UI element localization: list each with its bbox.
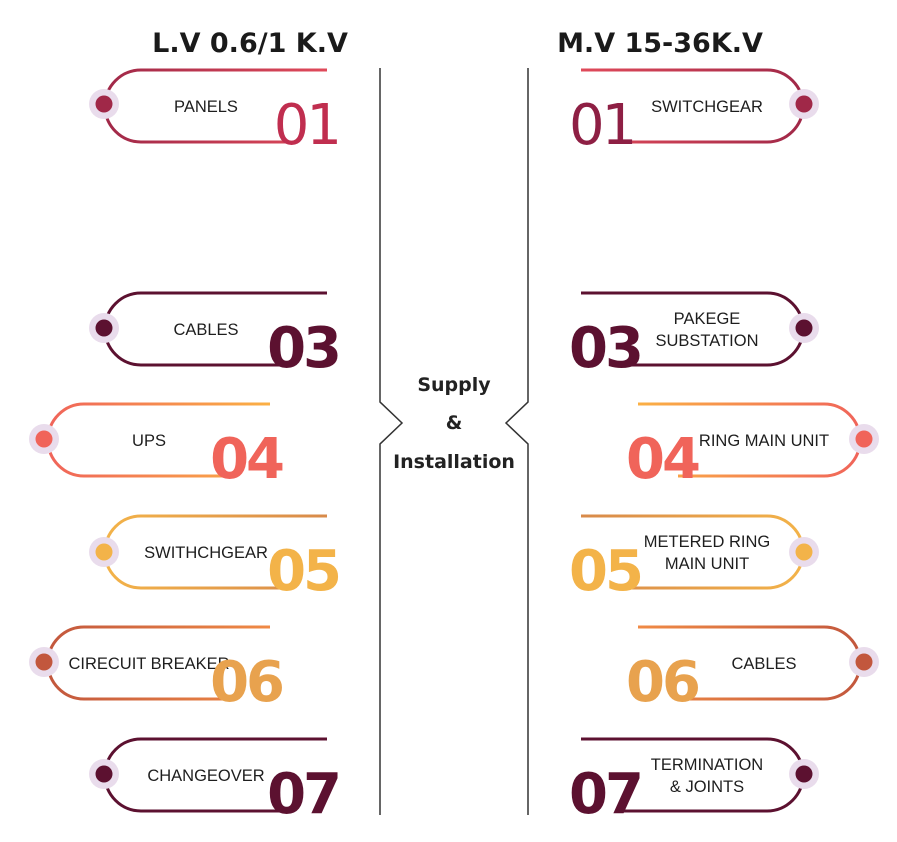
left-header: L.V 0.6/1 K.V: [152, 28, 348, 59]
item-label: MAIN UNIT: [665, 555, 749, 573]
right-header: M.V 15-36K.V: [557, 28, 763, 59]
item-number: 07: [569, 762, 641, 827]
item-left-04: UPS 04: [29, 402, 286, 492]
item-label: RING MAIN UNIT: [699, 432, 829, 450]
bullet-dot-icon: [795, 543, 813, 561]
item-number: 03: [267, 316, 339, 381]
bullet-dot-icon: [95, 543, 113, 561]
item-right-07: TERMINATION & JOINTS 07: [569, 737, 819, 827]
item-left-01: PANELS 01: [89, 68, 342, 158]
item-right-03: PAKEGE SUBSTATION 03: [569, 291, 819, 381]
bullet-dot-icon: [795, 765, 813, 783]
bullet-dot-icon: [95, 765, 113, 783]
item-label: UPS: [132, 432, 166, 450]
left-divider: [379, 68, 404, 815]
item-right-01: SWITCHGEAR 01: [569, 68, 819, 158]
item-right-05: METERED RING MAIN UNIT 05: [569, 514, 819, 604]
item-label: SUBSTATION: [656, 332, 759, 350]
item-label: CHANGEOVER: [147, 767, 264, 785]
item-number: 05: [569, 539, 641, 604]
item-number: 07: [267, 762, 339, 827]
item-right-06: CABLES 06: [626, 625, 879, 715]
item-label: CABLES: [731, 655, 796, 673]
item-number: 01: [274, 93, 339, 158]
item-left-03: CABLES 03: [89, 291, 342, 381]
item-number: 06: [210, 650, 282, 715]
bullet-dot-icon: [95, 95, 113, 113]
bullet-dot-icon: [35, 430, 53, 448]
item-label: PANELS: [174, 98, 238, 116]
item-label: SWITHCHGEAR: [144, 544, 268, 562]
item-label: TERMINATION: [651, 756, 763, 774]
item-number: 05: [267, 539, 339, 604]
bullet-dot-icon: [795, 319, 813, 337]
item-number: 04: [626, 427, 699, 492]
item-label: CABLES: [173, 321, 238, 339]
right-divider: [504, 68, 529, 815]
bullet-dot-icon: [795, 95, 813, 113]
item-number: 06: [626, 650, 698, 715]
center-label-supply: Supply: [417, 374, 491, 396]
item-label: METERED RING: [644, 533, 771, 551]
item-number: 04: [210, 427, 283, 492]
item-label: PAKEGE: [674, 310, 741, 328]
item-number: 01: [569, 93, 634, 158]
bullet-dot-icon: [855, 430, 873, 448]
item-label: SWITCHGEAR: [651, 98, 763, 116]
bullet-dot-icon: [855, 653, 873, 671]
center-label-installation: Installation: [393, 451, 515, 473]
bullet-dot-icon: [95, 319, 113, 337]
center-label-and: &: [446, 412, 463, 434]
item-number: 03: [569, 316, 641, 381]
bullet-dot-icon: [35, 653, 53, 671]
item-label: & JOINTS: [670, 778, 744, 796]
item-label: CIRECUIT BREAKER: [68, 655, 229, 673]
